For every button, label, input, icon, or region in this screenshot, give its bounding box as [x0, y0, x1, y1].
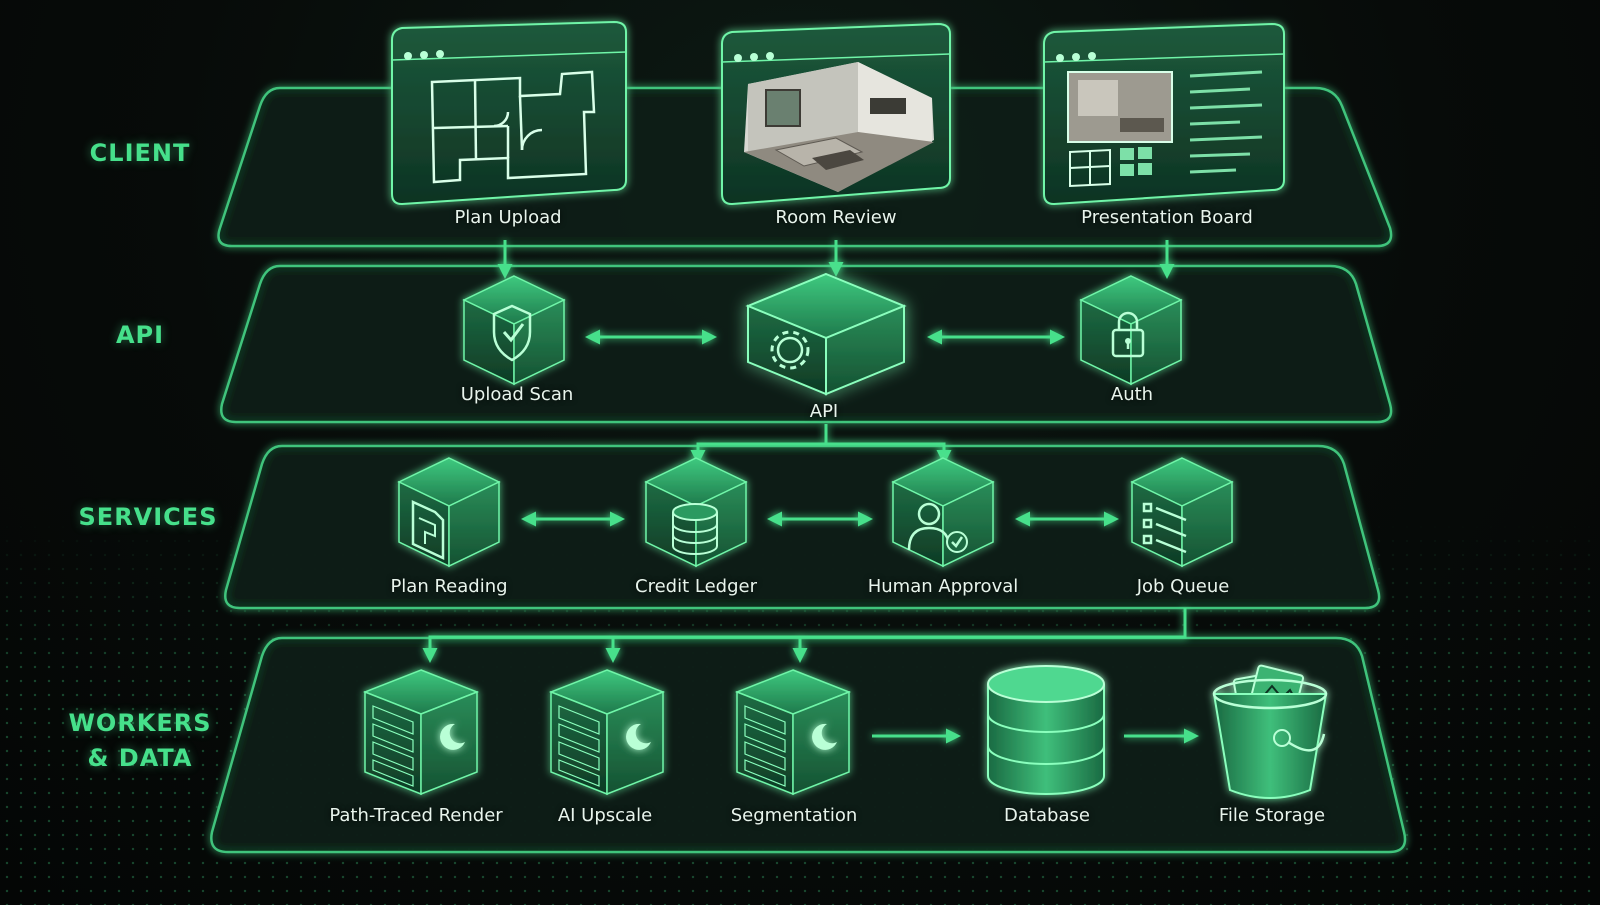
tier-label-client: CLIENT	[80, 136, 200, 171]
node-label-credit-ledger: Credit Ledger	[635, 576, 757, 597]
tier-label-services-text: SERVICES	[78, 503, 218, 531]
node-label-api: API	[809, 401, 839, 422]
tier-label-client-text: CLIENT	[89, 139, 191, 167]
tier-label-api: API	[80, 318, 200, 353]
tier-label-workers-line2: & DATA	[87, 744, 193, 772]
presentation-board-window-icon	[1043, 22, 1285, 206]
database-cylinder-icon	[987, 665, 1105, 795]
connectors	[422, 240, 1199, 744]
node-label-segmentation: Segmentation	[730, 805, 858, 826]
node-label-plan-upload: Plan Upload	[454, 207, 562, 228]
list-cube-icon	[1131, 457, 1233, 567]
arrow-api-to-human-approval	[826, 442, 952, 465]
document-cube-icon	[398, 457, 500, 567]
node-label-room-review: Room Review	[775, 207, 897, 228]
node-label-ai-upscale: AI Upscale	[557, 805, 653, 826]
node-label-path-traced-render: Path-Traced Render	[329, 805, 503, 826]
bucket-image-icon	[1212, 664, 1328, 799]
node-label-presentation-board: Presentation Board	[1081, 207, 1253, 228]
shield-check-cube-icon	[463, 275, 565, 385]
arrow-api-to-credit-ledger	[690, 424, 828, 465]
lock-cube-icon	[1080, 275, 1182, 385]
node-label-database: Database	[1004, 805, 1090, 826]
floor-plan-window-icon	[391, 20, 627, 206]
tier-label-workers-data: WORKERS & DATA	[60, 706, 220, 776]
server-moon-cube-icon	[737, 670, 849, 794]
node-label-upload-scan: Upload Scan	[460, 384, 574, 405]
tier-label-services: SERVICES	[68, 500, 228, 535]
gear-cube-icon	[745, 272, 907, 396]
server-moon-cube-icon	[365, 670, 477, 794]
database-cube-icon	[645, 457, 747, 567]
node-label-job-queue: Job Queue	[1136, 576, 1230, 597]
node-label-plan-reading: Plan Reading	[390, 576, 508, 597]
3d-room-window-icon	[721, 22, 951, 206]
arrow-job-queue-to-path-traced-render	[422, 608, 1187, 663]
tier-label-api-text: API	[115, 321, 165, 349]
user-check-cube-icon	[892, 457, 994, 567]
server-moon-cube-icon	[551, 670, 663, 794]
tier-label-workers-line1: WORKERS	[68, 709, 212, 737]
tier-plate-services	[224, 444, 1381, 610]
node-label-auth: Auth	[1110, 384, 1154, 405]
node-label-file-storage: File Storage	[1218, 805, 1326, 826]
node-label-human-approval: Human Approval	[867, 576, 1019, 597]
